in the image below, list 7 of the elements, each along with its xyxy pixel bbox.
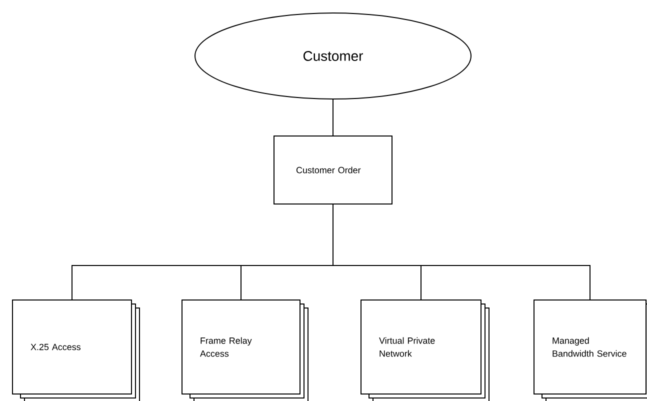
ellipse-node: Customer bbox=[194, 12, 472, 100]
stacked-document-box: X.25 Access bbox=[12, 300, 140, 401]
stacked-document-box: Managed Bandwidth Service bbox=[534, 300, 647, 401]
process-box: Customer Order bbox=[274, 136, 392, 204]
connector-line bbox=[332, 99, 334, 136]
stacked-document-box: Frame Relay Access bbox=[182, 300, 308, 401]
stacked-document-box: Virtual Private Network bbox=[360, 300, 490, 401]
